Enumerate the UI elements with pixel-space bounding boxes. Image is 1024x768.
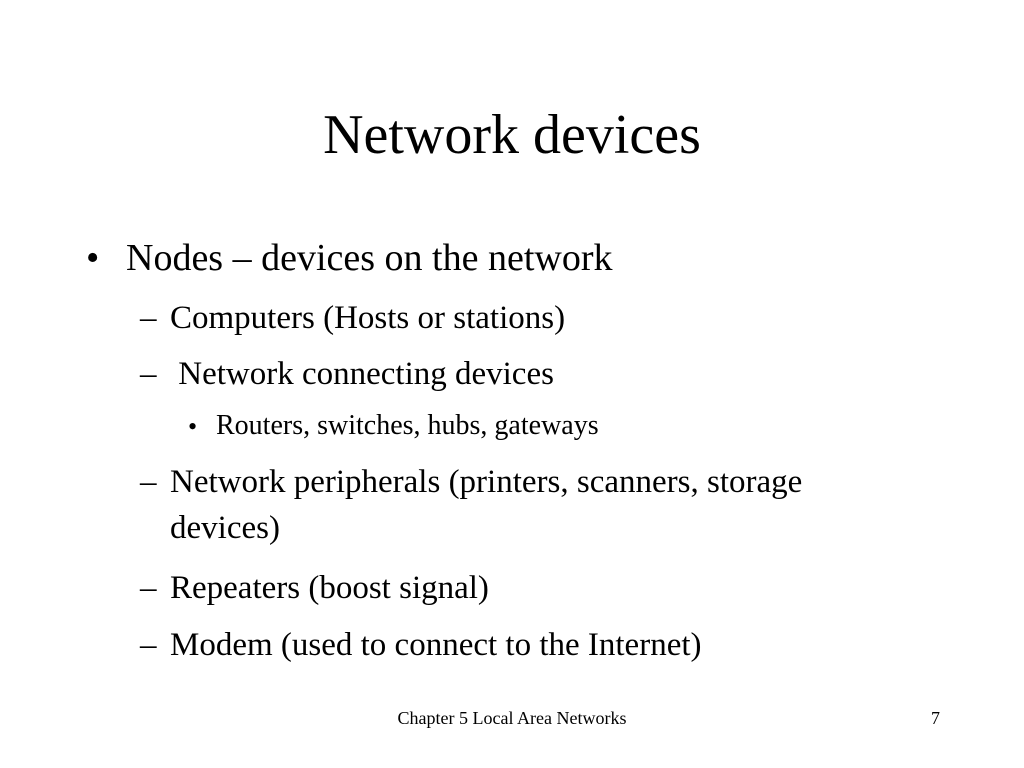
footer-chapter-title: Chapter 5 Local Area Networks bbox=[397, 708, 627, 728]
bullet-text: Computers (Hosts or stations) bbox=[170, 300, 566, 336]
bullet-text: Repeaters (boost signal) bbox=[170, 570, 489, 606]
bullet-text: Routers, switches, hubs, gateways bbox=[216, 410, 599, 441]
dash-marker: – bbox=[140, 300, 157, 336]
dash-marker: – bbox=[140, 570, 157, 606]
bullet-text-line2: devices) bbox=[170, 510, 280, 546]
bullet-marker: • bbox=[188, 412, 198, 441]
slide-title: Network devices bbox=[323, 104, 701, 166]
bullet-marker: • bbox=[86, 237, 100, 279]
dash-marker: – bbox=[140, 464, 157, 500]
bullet-text: Network connecting devices bbox=[170, 356, 554, 392]
dash-marker: – bbox=[140, 356, 157, 392]
bullet-text: Nodes – devices on the network bbox=[126, 237, 613, 279]
bullet-text-line1: Network peripherals (printers, scanners,… bbox=[170, 464, 803, 500]
footer-page-number: 7 bbox=[931, 708, 940, 728]
bullet-text: Modem (used to connect to the Internet) bbox=[170, 627, 702, 663]
dash-marker: – bbox=[140, 627, 157, 663]
